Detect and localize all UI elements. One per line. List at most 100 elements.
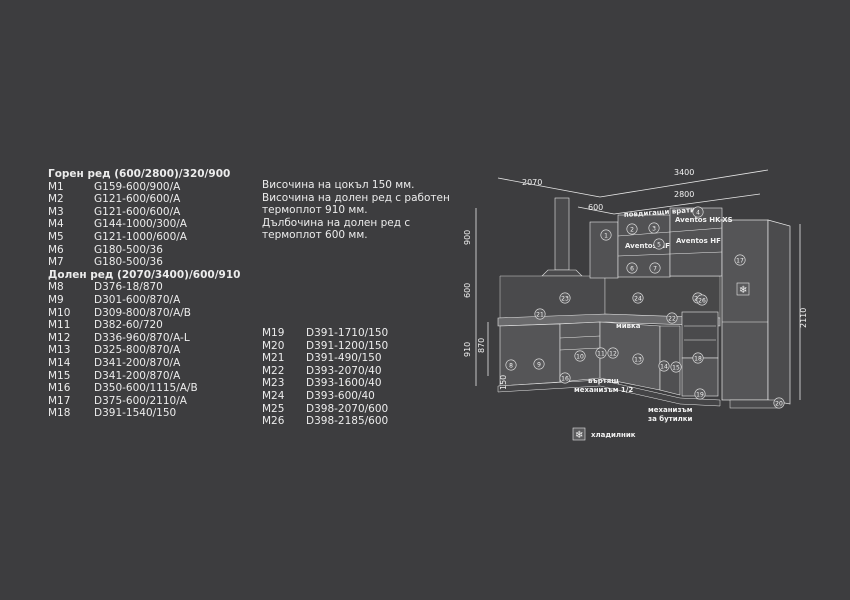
spec-value: G144-1000/300/A xyxy=(94,218,187,231)
marker-16: 16 xyxy=(559,372,571,384)
countertop xyxy=(497,313,721,327)
fridge-cabinet xyxy=(721,219,769,401)
svg-text:11: 11 xyxy=(597,350,605,357)
note-line: Височина на цокъл 150 мм. xyxy=(262,179,415,191)
spec-value: D391-1710/150 xyxy=(306,327,389,339)
svg-text:19: 19 xyxy=(696,391,704,398)
svg-text:23: 23 xyxy=(561,295,569,302)
spec-value: D393-2070/40 xyxy=(306,364,382,377)
snowflake-icon: ❄ xyxy=(736,282,750,296)
svg-text:26: 26 xyxy=(698,297,706,304)
dim-900: 900 xyxy=(463,230,472,245)
hood-base xyxy=(541,269,583,277)
label-aventos-hf-2: Aventos HF xyxy=(676,237,721,245)
dim-2800: 2800 xyxy=(674,190,694,199)
svg-text:8: 8 xyxy=(509,362,513,369)
dim-3400: 3400 xyxy=(674,168,694,177)
spec-row: M1 G159-600/900/A xyxy=(48,181,240,194)
fridge-side xyxy=(767,219,791,405)
hood-chimney xyxy=(554,197,570,271)
spec-value: D393-600/40 xyxy=(306,389,375,402)
svg-text:3: 3 xyxy=(652,225,656,232)
spec-code: M17 xyxy=(48,394,71,407)
label-bottles-2: за бутилки xyxy=(648,415,693,423)
lower-title: Долен ред (2070/3400)/600/910 xyxy=(48,268,241,281)
dim-150: 150 xyxy=(499,375,508,390)
label-sink: мивка xyxy=(616,322,641,330)
spec-code: M6 xyxy=(48,243,64,256)
svg-text:7: 7 xyxy=(653,265,657,272)
spec-value: D391-490/150 xyxy=(306,352,382,365)
spec-value: D350-600/1115/A/B xyxy=(94,382,198,395)
spec-code: M9 xyxy=(48,293,64,306)
wall-left xyxy=(499,275,606,319)
upper-spec-list: Горен ред (600/2800)/320/900 M1 G159-600/… xyxy=(48,168,240,420)
marker-24: 24 xyxy=(632,292,644,304)
spec-code: M11 xyxy=(48,319,71,332)
spec-value: D391-1200/150 xyxy=(306,339,389,352)
spec-value: G180-500/36 xyxy=(94,243,163,256)
spec-code: M14 xyxy=(48,356,71,369)
spec-code: M24 xyxy=(262,389,285,402)
svg-text:4: 4 xyxy=(696,209,700,216)
svg-text:15: 15 xyxy=(672,364,680,371)
label-fridge: хладилник xyxy=(591,431,636,439)
spec-value: D398-2070/600 xyxy=(306,402,389,415)
plinth xyxy=(497,379,721,407)
spec-row: M21 D391-490/150 xyxy=(262,352,388,365)
label-bottles: механизъм xyxy=(648,406,693,414)
spec-value: G159-600/900/A xyxy=(94,180,181,193)
spec-code: M4 xyxy=(48,218,64,231)
spec-row: M18 D391-1540/150 xyxy=(48,407,240,420)
spec-code: M3 xyxy=(48,205,64,218)
spec-code: M18 xyxy=(48,407,71,420)
marker-17: 17 xyxy=(734,254,746,266)
svg-text:20: 20 xyxy=(775,400,783,407)
dim-line-2070 xyxy=(497,177,601,198)
spec-value: D391-1540/150 xyxy=(94,407,177,420)
marker-23: 23 xyxy=(559,292,571,304)
spec-value: D341-200/870/A xyxy=(94,369,181,382)
spec-code: M10 xyxy=(48,306,71,319)
marker-13: 13 xyxy=(632,353,644,365)
svg-text:22: 22 xyxy=(668,315,676,322)
upper-title: Горен ред (600/2800)/320/900 xyxy=(48,168,231,180)
note-line: Дълбочина на долен ред с xyxy=(262,216,411,229)
marker-20: 20 xyxy=(773,397,785,409)
spec-value: D393-1600/40 xyxy=(306,377,382,390)
svg-text:14: 14 xyxy=(660,363,668,370)
spec-value: D309-800/870/A/B xyxy=(94,306,191,319)
marker-3: 3 xyxy=(648,222,660,234)
spec-value: G121-1000/600/A xyxy=(94,230,187,243)
marker-14: 14 xyxy=(658,360,670,372)
spec-code: M26 xyxy=(262,415,285,428)
svg-text:❄: ❄ xyxy=(575,430,583,441)
note-line: термоплот 910 мм. xyxy=(262,204,368,217)
marker-15: 15 xyxy=(670,361,682,373)
spec-code: M8 xyxy=(48,281,64,294)
spec-value: D336-960/870/A-L xyxy=(94,331,190,344)
dim-line-600 xyxy=(577,206,615,215)
svg-text:6: 6 xyxy=(630,265,634,272)
oven xyxy=(681,311,719,359)
spec-code: M21 xyxy=(262,352,285,365)
lower-left-1 xyxy=(499,323,561,387)
svg-text:24: 24 xyxy=(634,295,642,302)
spec-row: M23 D393-1600/40 xyxy=(262,377,388,390)
snowflake-icon: ❄ xyxy=(572,427,586,441)
marker-22: 22 xyxy=(666,312,678,324)
marker-7: 7 xyxy=(649,262,661,274)
spec-value: D398-2185/600 xyxy=(306,415,389,428)
label-hood-hk-xs: Aventos HK-XS xyxy=(675,216,733,224)
spec-code: M1 xyxy=(48,180,64,193)
spec-code: M23 xyxy=(262,377,285,390)
